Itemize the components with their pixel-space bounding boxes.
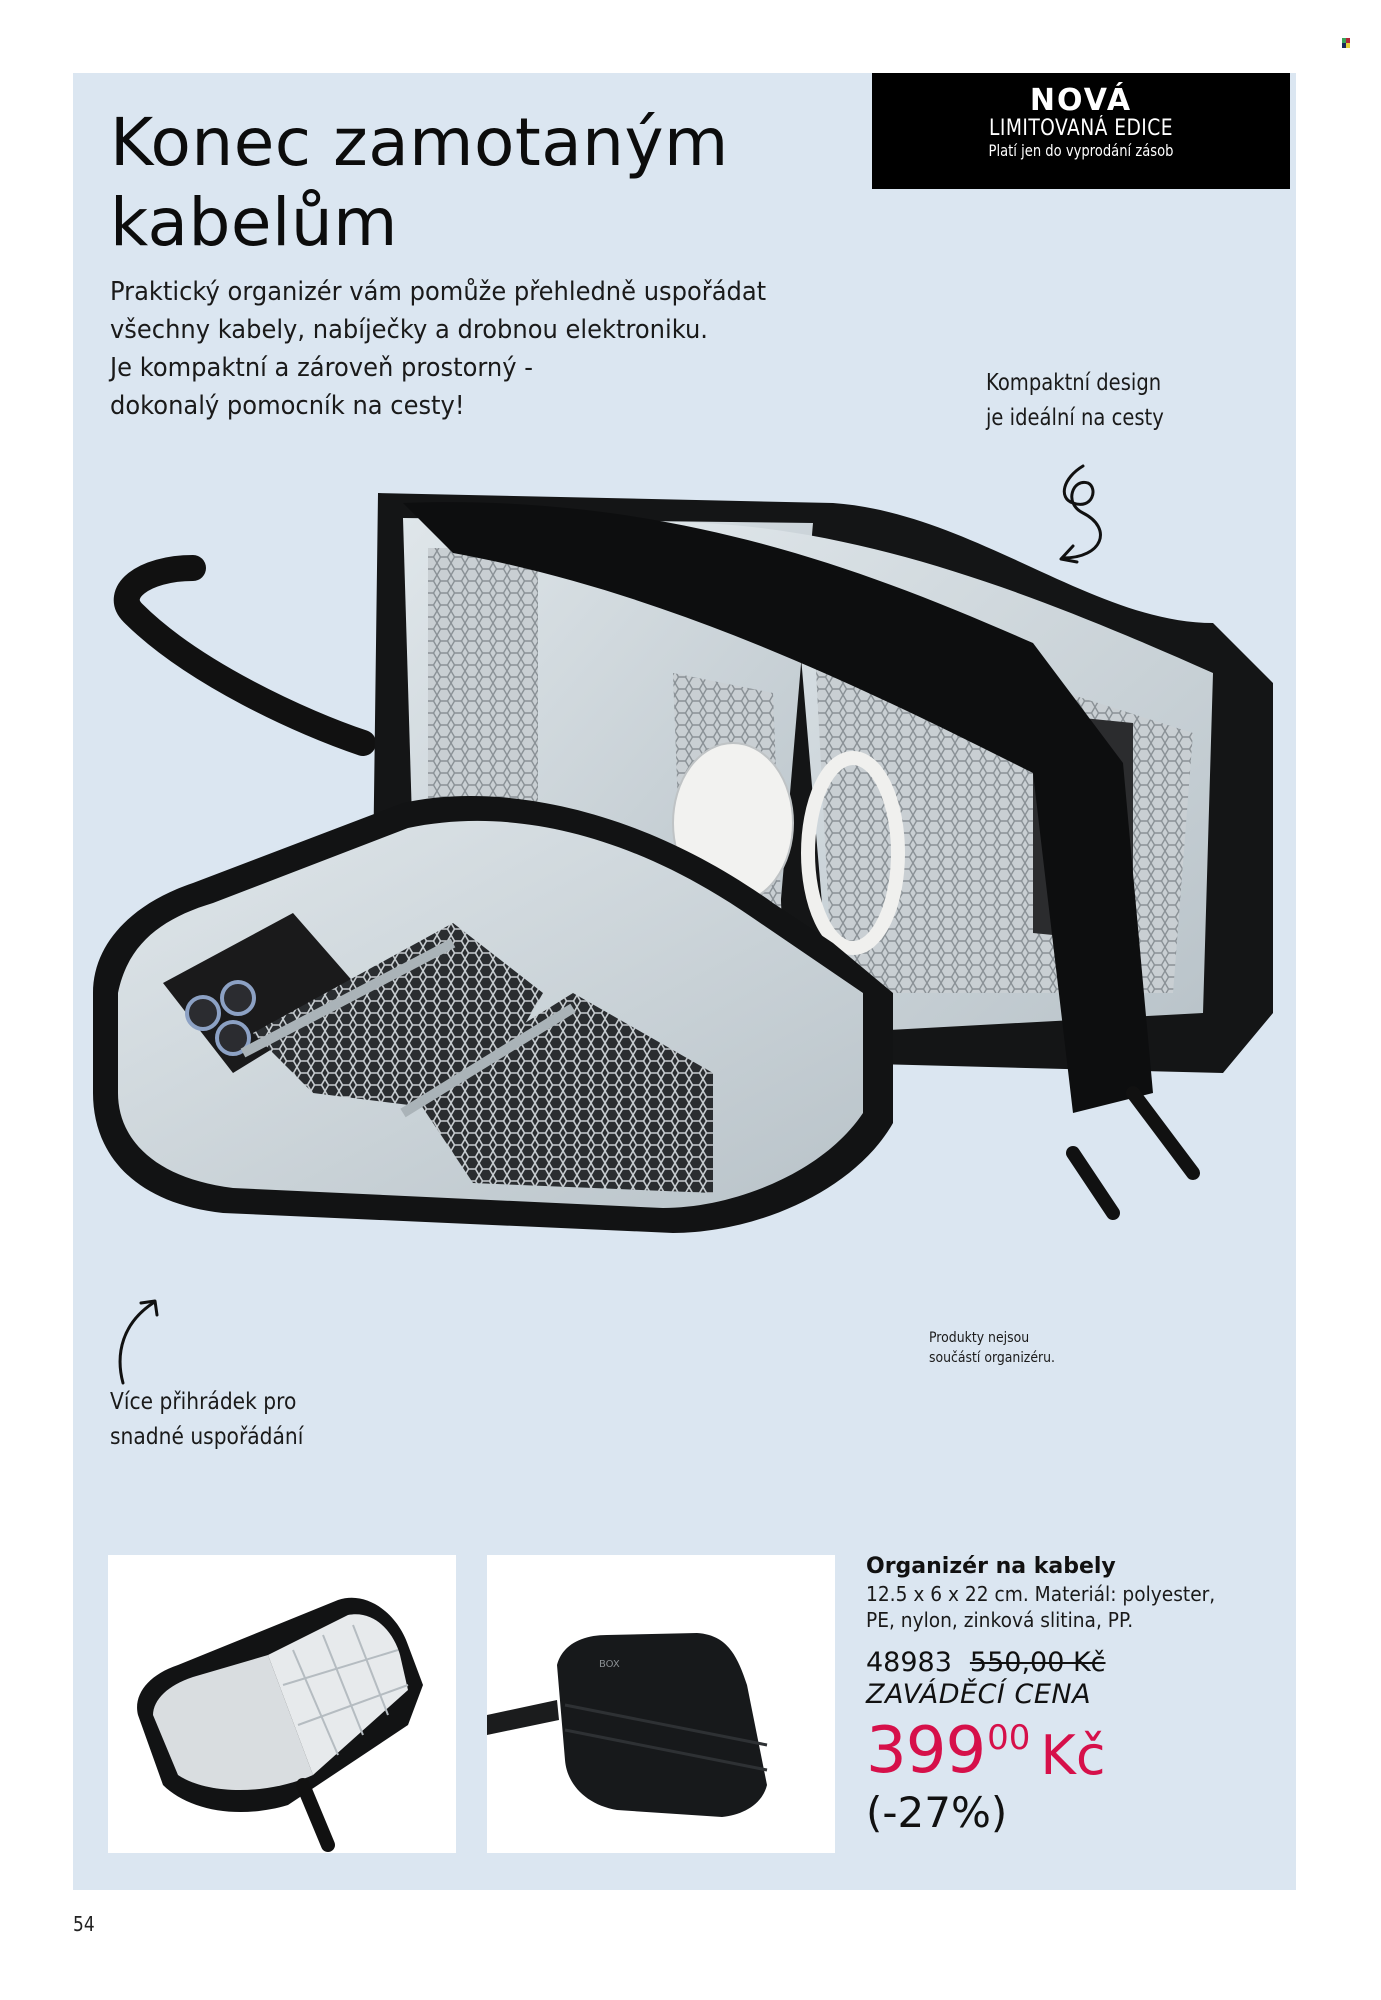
old-price: 550,00 Kč bbox=[969, 1647, 1106, 1678]
product-panel: NOVÁ LIMITOVANÁ EDICE Platí jen do vypro… bbox=[73, 73, 1296, 1890]
callout-line: je ideální na cesty bbox=[986, 405, 1164, 431]
product-spec: 12.5 x 6 x 22 cm. Materiál: polyester, bbox=[866, 1582, 1216, 1606]
product-info: Organizér na kabely 12.5 x 6 x 22 cm. Ma… bbox=[866, 1553, 1286, 1839]
closed-organizer-image: BOX bbox=[487, 1633, 768, 1817]
callout-compact-design: Kompaktní design je ideální na cesty bbox=[986, 366, 1164, 436]
limited-edition-badge: NOVÁ LIMITOVANÁ EDICE Platí jen do vypro… bbox=[872, 73, 1290, 189]
intro-price-label: ZAVÁDĚCÍ CENA bbox=[866, 1679, 1092, 1710]
corner-color-mark bbox=[1342, 38, 1350, 48]
callout-line: Kompaktní design bbox=[986, 370, 1162, 396]
hero-product-image bbox=[93, 493, 1273, 1233]
open-organizer-image bbox=[137, 1597, 423, 1852]
curly-arrow-icon bbox=[1059, 464, 1102, 564]
title-line-2: kabelům bbox=[110, 184, 398, 261]
disclaimer-line: Produkty nejsou bbox=[929, 1330, 1030, 1346]
sale-price: 399 00 Kč bbox=[866, 1719, 1286, 1783]
badge-validity: Platí jen do vyprodání zásob bbox=[988, 141, 1174, 160]
badge-limited: LIMITOVANÁ EDICE bbox=[989, 116, 1173, 141]
badge-new: NOVÁ bbox=[1029, 83, 1133, 118]
curved-arrow-icon bbox=[118, 1299, 159, 1385]
price-cents: 00 bbox=[987, 1718, 1031, 1758]
price-main: 399 bbox=[866, 1714, 986, 1788]
discount-percent: (-27%) bbox=[866, 1788, 1008, 1837]
callout-compartments: Více přihrádek pro snadné uspořádání bbox=[110, 1385, 303, 1455]
product-name: Organizér na kabely bbox=[866, 1554, 1116, 1579]
description-line: dokonalý pomocník na cesty! bbox=[110, 391, 465, 421]
description-line: Je kompaktní a zároveň prostorný - bbox=[110, 353, 533, 383]
price-row: 48983 550,00 Kč bbox=[866, 1647, 1286, 1679]
thumbnail-closed-organizer: BOX bbox=[487, 1555, 835, 1853]
disclaimer-line: součástí organizéru. bbox=[929, 1350, 1056, 1366]
description-line: všechny kabely, nabíječky a drobnou elek… bbox=[110, 315, 708, 345]
product-description: Praktický organizér vám pomůže přehledně… bbox=[110, 273, 816, 425]
svg-text:BOX: BOX bbox=[599, 1659, 620, 1670]
product-code: 48983 bbox=[866, 1647, 952, 1678]
description-line: Praktický organizér vám pomůže přehledně… bbox=[110, 277, 767, 307]
callout-line: snadné uspořádání bbox=[110, 1424, 304, 1450]
page-number: 54 bbox=[73, 1912, 95, 1936]
page-title: Konec zamotaným kabelům bbox=[110, 103, 729, 263]
thumbnail-open-organizer bbox=[108, 1555, 456, 1853]
disclaimer-note: Produkty nejsou součástí organizéru. bbox=[929, 1328, 1055, 1368]
callout-line: Více přihrádek pro bbox=[110, 1389, 297, 1415]
title-line-1: Konec zamotaným bbox=[110, 104, 729, 181]
product-spec: PE, nylon, zinková slitina, PP. bbox=[866, 1608, 1134, 1632]
price-currency: Kč bbox=[1040, 1724, 1106, 1787]
